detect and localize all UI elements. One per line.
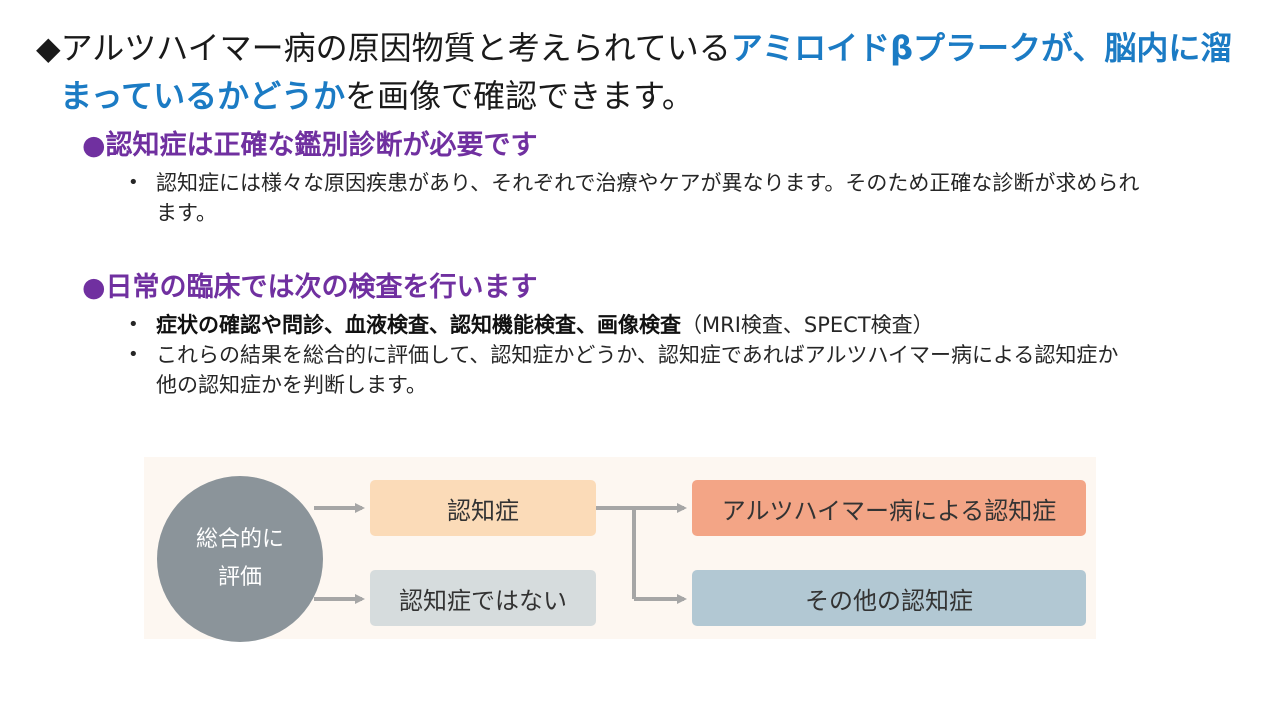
bullet-icon: •	[128, 172, 139, 193]
alzheimer-dementia-box: アルツハイマー病による認知症	[692, 480, 1086, 536]
not-dementia-box: 認知症ではない	[370, 570, 596, 626]
other-dementia-box: その他の認知症	[692, 570, 1086, 626]
list-item: • これらの結果を総合的に評価して、認知症かどうか、認知症であればアルツハイマー…	[82, 340, 1262, 400]
section-title: ●認知症は正確な鑑別診断が必要です	[82, 130, 538, 161]
bullet-text-line-2: 他の認知症かを判断します。	[156, 373, 427, 397]
headline-line-2: まっているかどうかを画像で確認できます。	[36, 72, 1251, 120]
bullet-list: • 認知症には様々な原因疾患があり、それぞれで治療やケアが異なります。そのため正…	[82, 168, 1262, 228]
flow-arrows	[314, 503, 687, 604]
headline: ◆アルツハイマー病の原因物質と考えられているアミロイドβプラークが、脳内に溜 ま…	[36, 24, 1251, 120]
circle-label-line-1: 総合的に	[195, 527, 284, 552]
list-item: • 認知症には様々な原因疾患があり、それぞれで治療やケアが異なります。そのため正…	[82, 168, 1262, 228]
headline-text-2: を画像で確認できます。	[345, 77, 694, 115]
bullet-text-line-1: これらの結果を総合的に評価して、認知症かどうか、認知症であればアルツハイマー病に…	[156, 343, 1119, 367]
section-clinical-tests: ●日常の臨床では次の検査を行います • 症状の確認や問診、血液検査、認知機能検査…	[82, 270, 1262, 400]
dementia-box: 認知症	[370, 480, 596, 536]
bullet-icon: •	[128, 314, 139, 335]
headline-highlight-2: まっているかどうか	[60, 77, 346, 115]
bullet-text-normal: （MRI検査、SPECT検査）	[681, 313, 934, 337]
diagnosis-flow-diagram: 総合的に 評価 認知症 認知症ではない アルツハイマー病による認知症 その他の認…	[144, 457, 1096, 642]
circle-label-line-2: 評価	[217, 565, 262, 590]
headline-line-1: ◆アルツハイマー病の原因物質と考えられているアミロイドβプラークが、脳内に溜	[36, 24, 1251, 72]
headline-text-1: アルツハイマー病の原因物質と考えられている	[60, 29, 731, 67]
section-differential-diagnosis: ●認知症は正確な鑑別診断が必要です • 認知症には様々な原因疾患があり、それぞれ…	[82, 128, 1262, 228]
bullet-text-line-2: ます。	[156, 201, 217, 225]
overall-evaluation-circle: 総合的に 評価	[157, 476, 323, 642]
bullet-text-bold: 症状の確認や問診、血液検査、認知機能検査、画像検査	[156, 313, 681, 337]
list-item: • 症状の確認や問診、血液検査、認知機能検査、画像検査（MRI検査、SPECT検…	[82, 310, 1262, 340]
diamond-marker-icon: ◆	[36, 29, 61, 67]
headline-highlight-1: アミロイドβプラークが、脳内に溜	[730, 29, 1233, 67]
bullet-icon: •	[128, 344, 139, 365]
bullet-text-line-1: 認知症には様々な原因疾患があり、それぞれで治療やケアが異なります。そのため正確な…	[156, 171, 1140, 195]
bullet-list: • 症状の確認や問診、血液検査、認知機能検査、画像検査（MRI検査、SPECT検…	[82, 310, 1262, 400]
section-title: ●日常の臨床では次の検査を行います	[82, 272, 538, 303]
